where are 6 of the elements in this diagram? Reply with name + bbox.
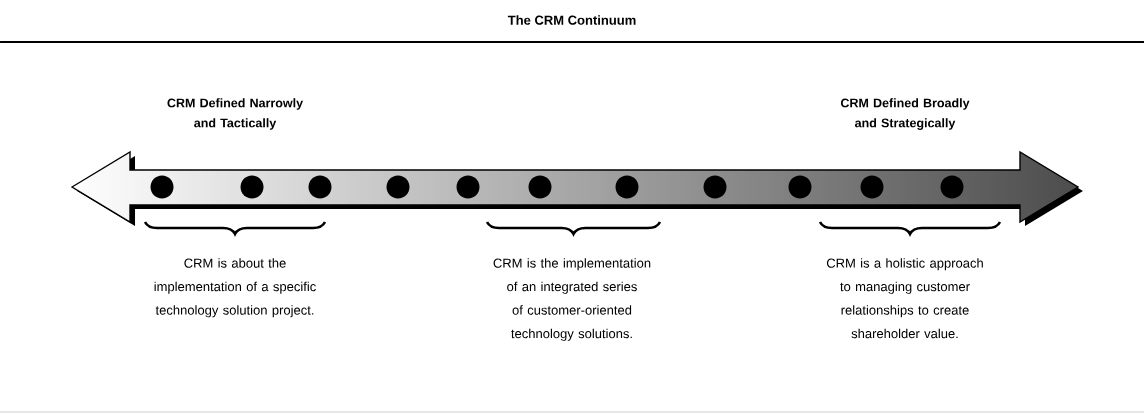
description-text: CRM is about the implementation of a specific technology solution project. bbox=[154, 258, 316, 318]
description-text: CRM is the implementation of an integrated series of customer-oriented technology solutions. bbox=[493, 258, 651, 341]
title: The CRM Continuum bbox=[507, 15, 636, 25]
description-text: CRM is a holistic approach to managing customer relationships to create shareholder value. bbox=[826, 258, 983, 339]
end-heading: CRM Defined Narrowly and Tactically bbox=[167, 98, 303, 130]
end-heading: CRM Defined Broadly and Strategically bbox=[840, 98, 970, 130]
